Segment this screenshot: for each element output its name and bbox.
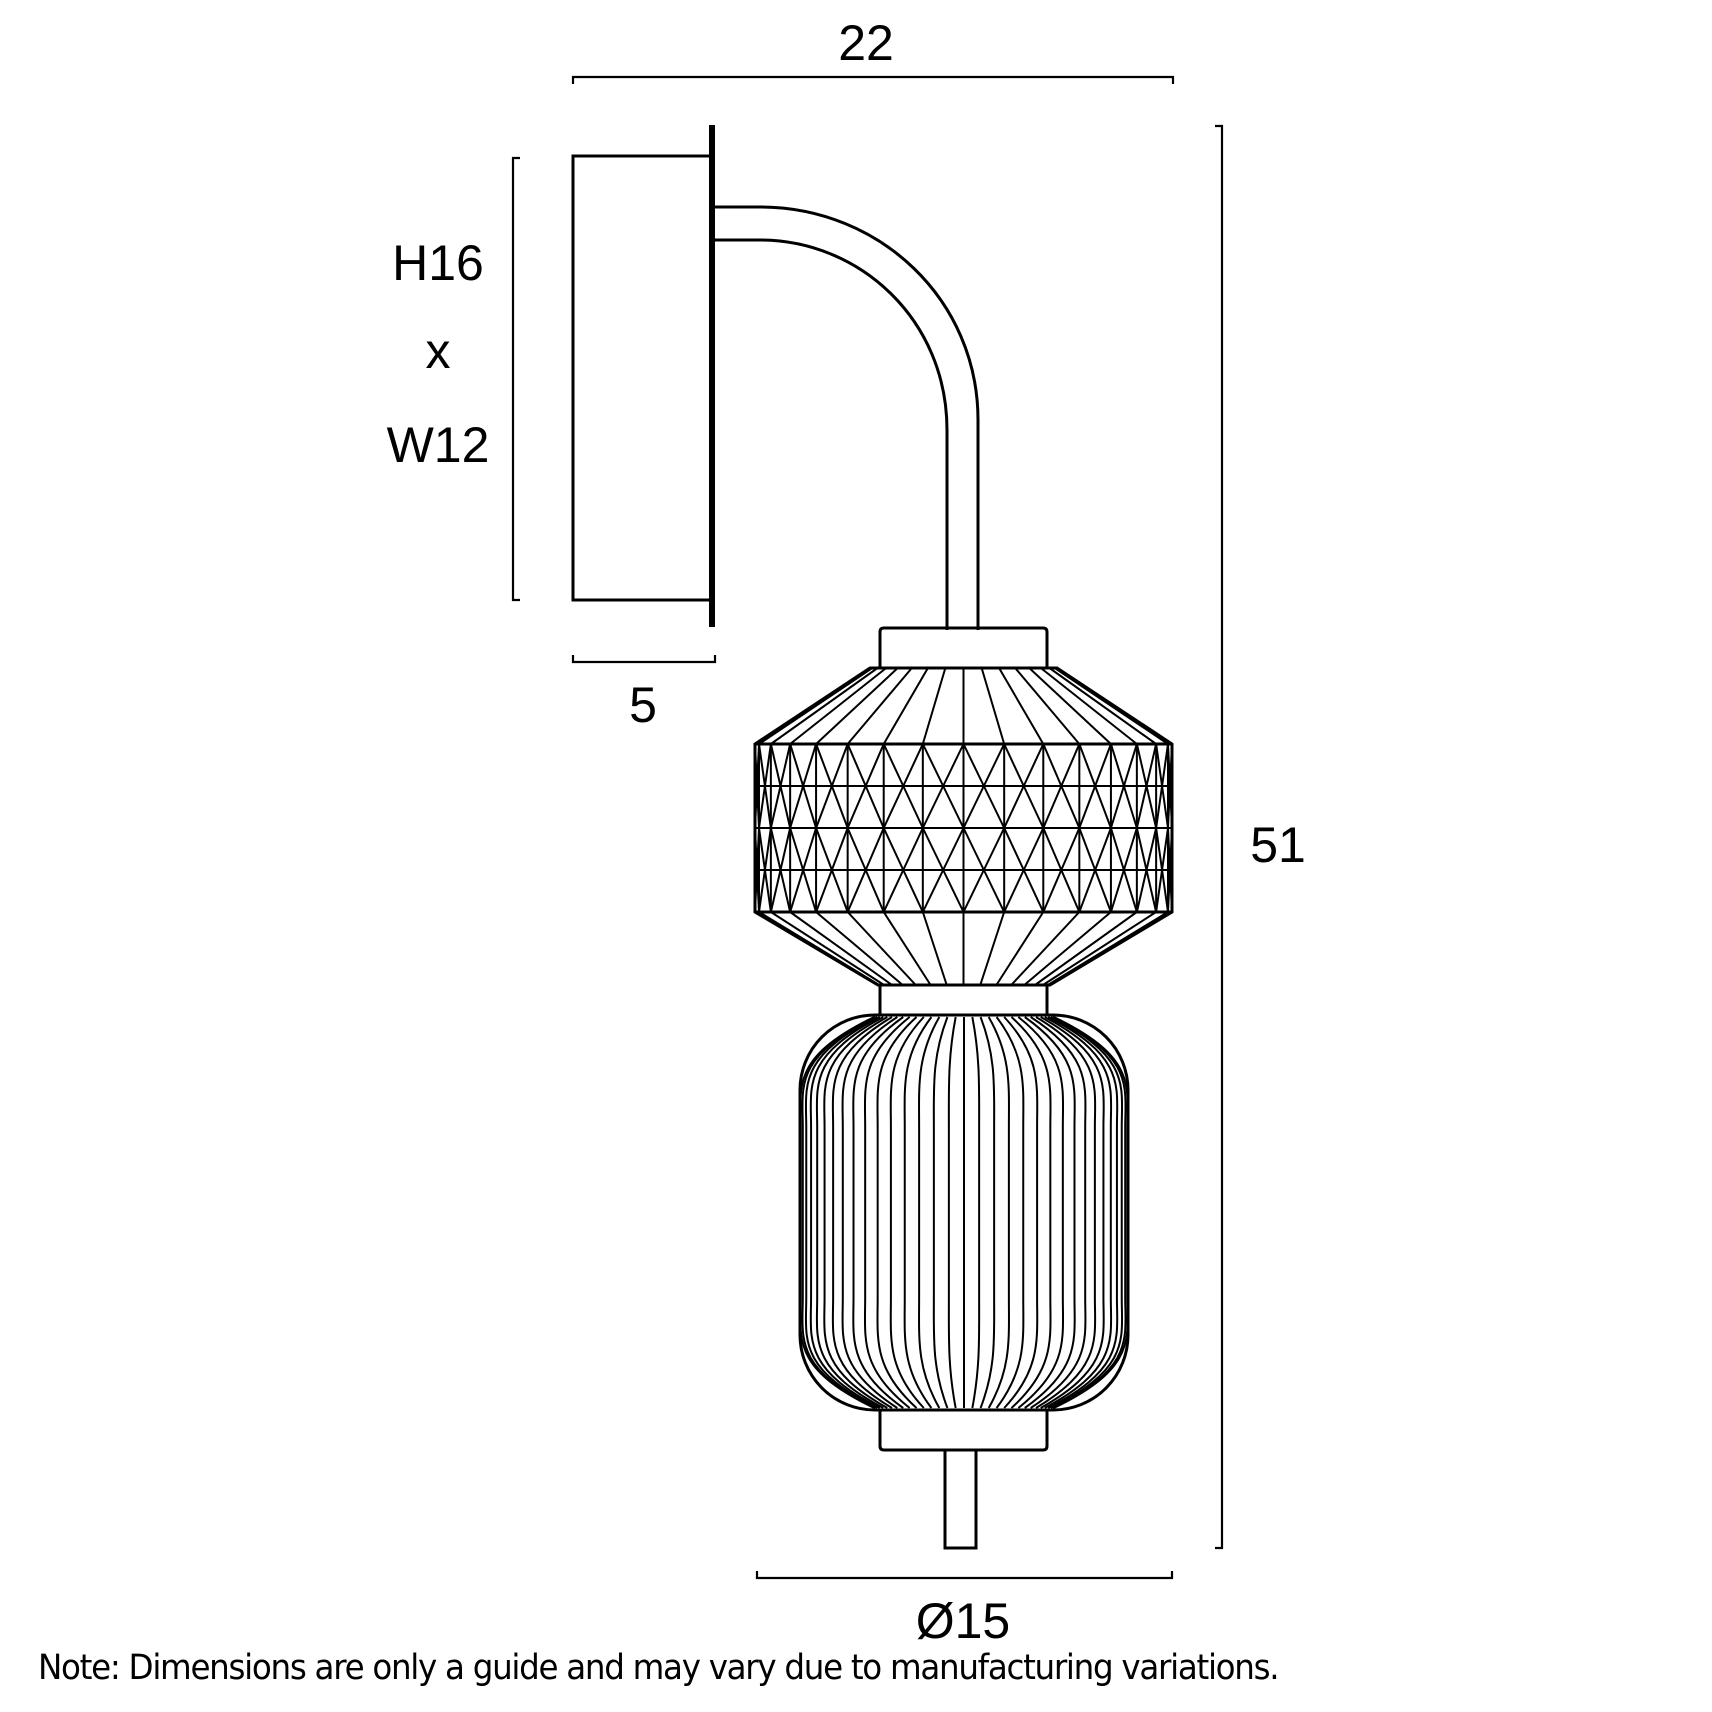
dimension-label-depth: 5 bbox=[629, 677, 657, 733]
dimension-line-backplate-height bbox=[511, 156, 520, 602]
disclaimer-note: Note: Dimensions are only a guide and ma… bbox=[38, 1648, 1280, 1688]
dimension-backplate-depth: 5 bbox=[571, 655, 717, 733]
top-cap bbox=[878, 626, 1049, 668]
dimension-line-depth bbox=[571, 655, 717, 664]
dimension-label-height: H16 bbox=[392, 235, 484, 291]
ribbed-glass-shade bbox=[798, 1013, 1130, 1412]
dimension-line-diameter bbox=[755, 1571, 1174, 1580]
dimension-label-width: W12 bbox=[387, 417, 490, 473]
curved-arm bbox=[715, 205, 980, 630]
middle-ring bbox=[878, 985, 1049, 1015]
arm-outer-edge bbox=[715, 205, 980, 630]
dimension-label-projection: 22 bbox=[838, 15, 894, 71]
bottom-cap bbox=[878, 1410, 1049, 1452]
dimension-line-projection bbox=[571, 75, 1175, 84]
wall-backplate bbox=[571, 125, 715, 627]
dimension-label-overall-height: 51 bbox=[1250, 817, 1306, 873]
dimension-line-height bbox=[1215, 124, 1224, 1550]
arm-inner-edge bbox=[715, 238, 949, 630]
dimension-backplate-size: H16 x W12 bbox=[387, 156, 520, 602]
diamond-cut-glass-shade bbox=[753, 666, 1174, 987]
dimension-height: 51 bbox=[1215, 124, 1306, 1550]
bottom-finial-stem bbox=[943, 1448, 978, 1550]
dimension-label-separator: x bbox=[426, 323, 451, 379]
dimension-projection: 22 bbox=[571, 15, 1175, 84]
dimension-diameter: Ø15 bbox=[755, 1571, 1174, 1649]
dimension-label-diameter: Ø15 bbox=[916, 1593, 1011, 1649]
backplate-box bbox=[571, 154, 711, 602]
